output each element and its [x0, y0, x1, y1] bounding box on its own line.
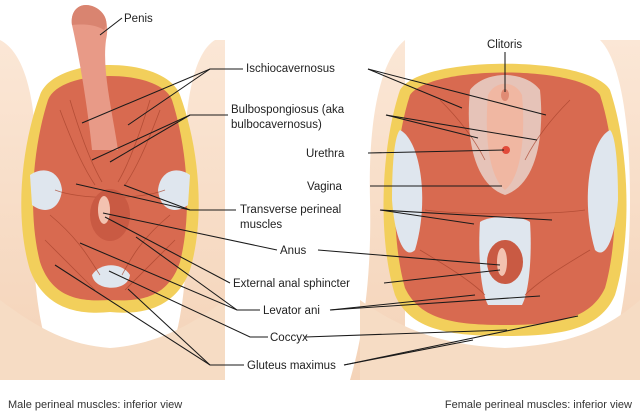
female-vaginal-opening	[486, 83, 524, 190]
male-muscle-field	[33, 76, 187, 301]
female-muscle-field	[394, 72, 616, 325]
label-penis: Penis	[124, 13, 153, 25]
male-coccyx-fascia	[92, 265, 130, 288]
male-glans	[71, 4, 107, 30]
label-ischiocavernosus: Ischiocavernosus	[246, 63, 335, 75]
male-penis	[71, 4, 118, 150]
male-left-fascia	[30, 170, 62, 210]
female-gluteal-skin	[360, 300, 640, 380]
male-right-fascia	[158, 170, 190, 210]
male-gluteal-skin	[0, 300, 225, 380]
label-clitoris: Clitoris	[487, 39, 522, 51]
female-right-buttock	[600, 40, 640, 380]
female-left-fascia	[392, 130, 423, 253]
label-urethra: Urethra	[306, 148, 345, 160]
female-right-fascia	[587, 130, 618, 253]
leader-lines	[54, 17, 579, 366]
female-clitoris-mark	[501, 89, 509, 101]
label-coccyx: Coccyx	[270, 332, 308, 344]
caption-male: Male perineal muscles: inferior view	[8, 399, 182, 411]
female-urethra-mark	[502, 146, 510, 154]
label-vagina: Vagina	[307, 181, 343, 193]
label-bulbospongiosus-line1: Bulbospongiosus (aka	[231, 104, 345, 116]
label-external-anal-sphincter: External anal sphincter	[233, 278, 350, 290]
label-transverse-line1: Transverse perineal	[240, 204, 341, 216]
label-transverse-line2: muscles	[240, 219, 282, 231]
male-anus	[98, 196, 110, 224]
caption-female: Female perineal muscles: inferior view	[445, 399, 632, 411]
female-perineum-illustration	[350, 40, 640, 380]
label-gluteus-maximus: Gluteus maximus	[247, 360, 336, 372]
label-bulbospongiosus-line2: bulbocavernosus)	[231, 119, 322, 131]
label-levator-ani: Levator ani	[263, 305, 320, 317]
female-anus	[497, 248, 507, 276]
label-anus: Anus	[280, 245, 306, 257]
